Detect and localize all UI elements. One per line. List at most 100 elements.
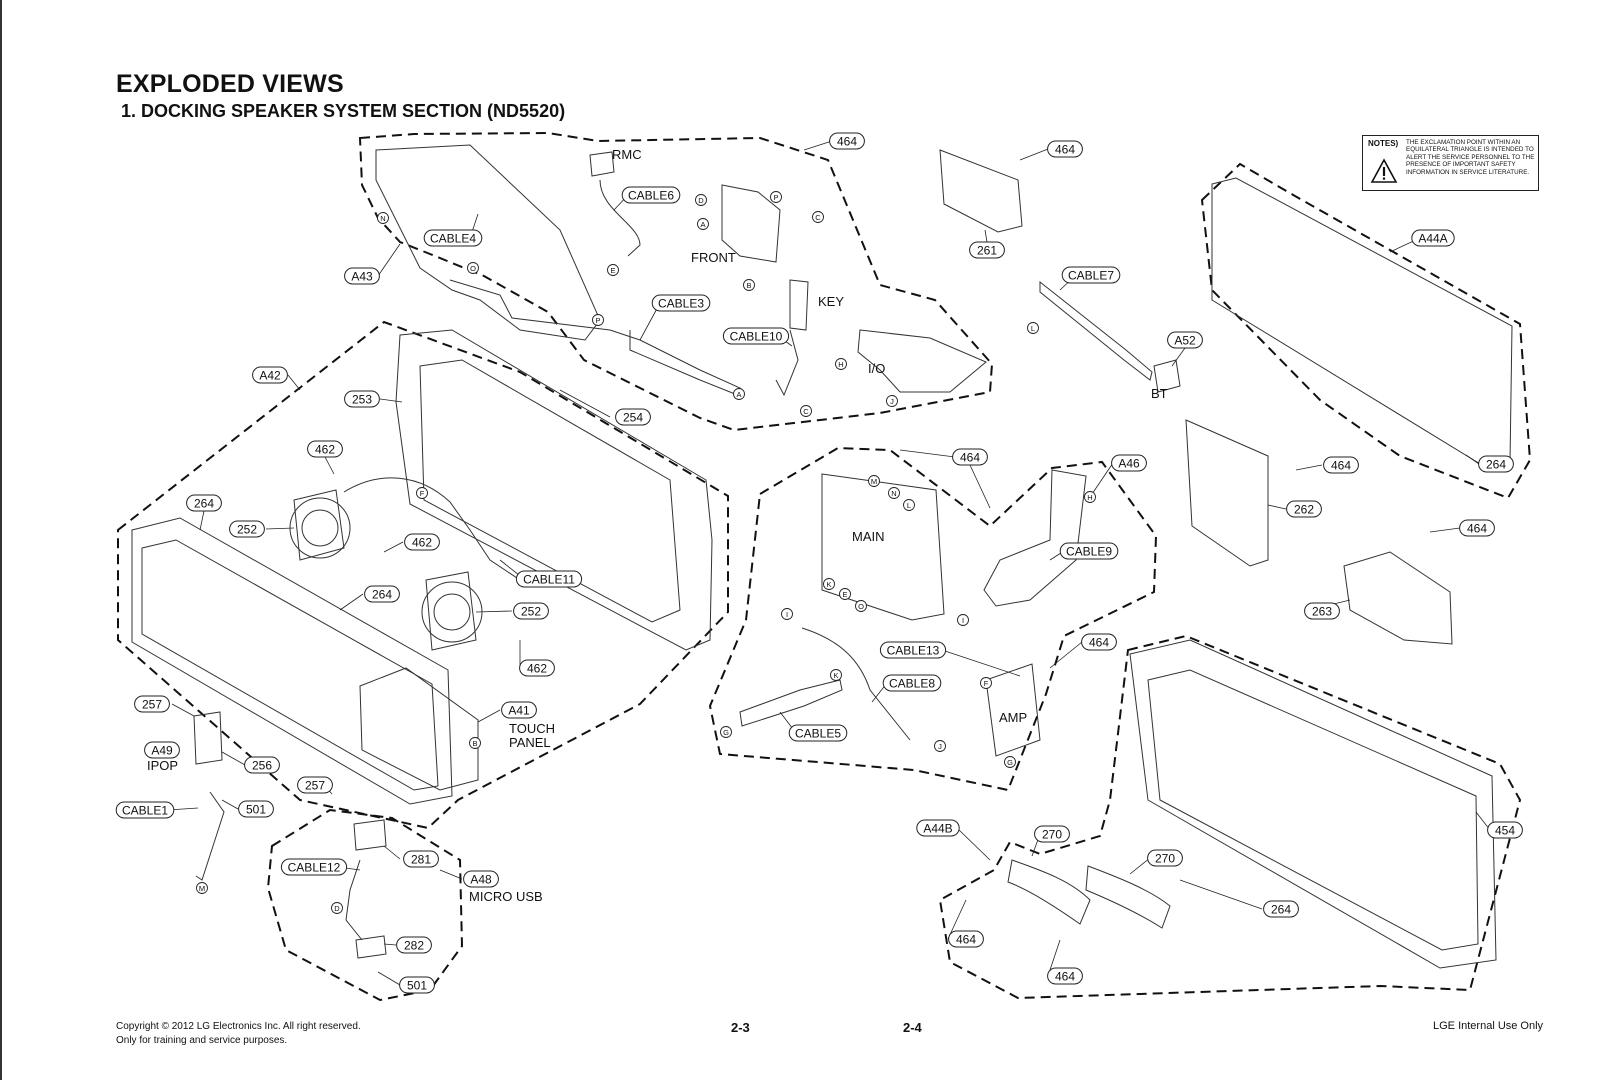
- callout-label: 264: [194, 497, 214, 511]
- connector-marker-i: I: [957, 614, 969, 626]
- callout-253: 253: [344, 390, 380, 408]
- main-board-part: [821, 473, 945, 621]
- cable12-part: [345, 859, 363, 941]
- leader-line: [475, 610, 513, 613]
- connector-marker-m: M: [196, 882, 208, 894]
- callout-label: 462: [527, 662, 547, 676]
- connector-marker-c: C: [812, 211, 824, 223]
- callout-label: 252: [521, 605, 541, 619]
- callout-CABLE6: CABLE6: [621, 186, 681, 204]
- connector-marker-f: F: [416, 487, 428, 499]
- callout-257: 257: [134, 695, 170, 713]
- callout-label: 254: [623, 411, 643, 425]
- callout-label: CABLE11: [523, 573, 575, 587]
- cable10-part: [775, 329, 799, 397]
- callout-label: A48: [470, 873, 492, 887]
- speaker-cone-part: [433, 593, 471, 631]
- callout-CABLE13: CABLE13: [879, 641, 947, 659]
- leader-line: [221, 799, 239, 810]
- callout-252: 252: [513, 602, 549, 620]
- marker-letter: C: [803, 407, 809, 416]
- callout-256: 256: [244, 756, 280, 774]
- connector-marker-d: D: [331, 902, 343, 914]
- marker-letter: G: [723, 728, 729, 737]
- callout-A43: A43: [344, 267, 380, 285]
- callout-label: A44A: [1418, 232, 1447, 246]
- callout-CABLE11: CABLE11: [515, 570, 583, 588]
- callout-462: 462: [307, 440, 343, 458]
- callout-label: 501: [246, 803, 266, 817]
- connector-marker-n: N: [888, 487, 900, 499]
- marker-letter: O: [470, 264, 476, 273]
- label-bt: BT: [1151, 386, 1168, 401]
- callout-264: 264: [186, 494, 222, 512]
- callout-label: CABLE10: [730, 330, 783, 344]
- enclosure-inner: [1147, 669, 1479, 951]
- marker-letter: H: [1087, 493, 1092, 502]
- leader-line: [439, 869, 463, 880]
- marker-letter: M: [871, 477, 877, 486]
- marker-letter: A: [736, 390, 741, 399]
- callout-label: CABLE13: [887, 644, 940, 658]
- leader-line: [477, 709, 501, 723]
- connector-marker-k: K: [830, 669, 842, 681]
- callout-label: 464: [837, 135, 857, 149]
- connector-marker-j: J: [886, 395, 898, 407]
- callout-label: 282: [404, 939, 424, 953]
- callout-label: 464: [1089, 636, 1109, 650]
- callout-282: 282: [396, 936, 432, 954]
- callout-label: CABLE8: [889, 677, 935, 691]
- callout-label: 464: [1331, 459, 1351, 473]
- callout-label: CABLE3: [658, 297, 704, 311]
- marker-letter: D: [698, 196, 704, 205]
- leader-line: [383, 943, 397, 946]
- connector-marker-l: L: [903, 499, 915, 511]
- connector-marker-a: A: [697, 218, 709, 230]
- callout-501: 501: [238, 800, 274, 818]
- connector-marker-l: L: [1027, 322, 1039, 334]
- marker-letter: J: [938, 742, 942, 751]
- grille-a42-part: [131, 517, 453, 805]
- leader-line: [1171, 347, 1186, 367]
- cable9-part: [983, 469, 1087, 607]
- leader-line: [383, 845, 401, 860]
- callout-label: 257: [142, 698, 162, 712]
- leader-line: [1429, 527, 1461, 533]
- callout-254: 254: [615, 408, 651, 426]
- group-boundary: [266, 808, 464, 1002]
- marker-letter: M: [199, 884, 205, 893]
- callout-454: 454: [1487, 821, 1523, 839]
- rear-panel-a44a-part: [1211, 177, 1513, 471]
- leader-line: [1019, 148, 1049, 161]
- callout-262: 262: [1286, 500, 1322, 518]
- label-amp: AMP: [999, 710, 1027, 725]
- leader-line: [339, 593, 364, 611]
- connector-marker-i: I: [781, 608, 793, 620]
- leader-line: [1465, 454, 1480, 465]
- callout-CABLE3: CABLE3: [651, 294, 711, 312]
- connector-marker-h: H: [1084, 491, 1096, 503]
- micro-usb-board-part: [353, 819, 387, 851]
- marker-letter: I: [962, 616, 964, 625]
- callout-252: 252: [229, 520, 265, 538]
- leader-line: [324, 456, 335, 475]
- callout-464: 464: [1081, 633, 1117, 651]
- leader-line: [1049, 641, 1083, 669]
- callout-label: 264: [1271, 903, 1291, 917]
- safety-notes-box: NOTES) THE EXCLAMATION POINT WITHIN AN E…: [1362, 135, 1539, 191]
- marker-letter: F: [420, 489, 425, 498]
- callout-CABLE9: CABLE9: [1059, 542, 1119, 560]
- callout-label: 252: [237, 523, 257, 537]
- rmc-board-part: [589, 151, 615, 177]
- callout-label: CABLE4: [430, 232, 476, 246]
- connector-marker-p: P: [770, 191, 782, 203]
- callout-label: A46: [1118, 457, 1140, 471]
- leader-line: [1179, 879, 1263, 910]
- leader-line: [956, 827, 991, 861]
- label-main: MAIN: [852, 529, 885, 544]
- bracket-262-part: [1185, 419, 1269, 567]
- internal-use-footer: LGE Internal Use Only: [1433, 1020, 1544, 1032]
- leader-line: [1267, 504, 1287, 510]
- callout-464: 464: [952, 448, 988, 466]
- callout-464: 464: [1459, 519, 1495, 537]
